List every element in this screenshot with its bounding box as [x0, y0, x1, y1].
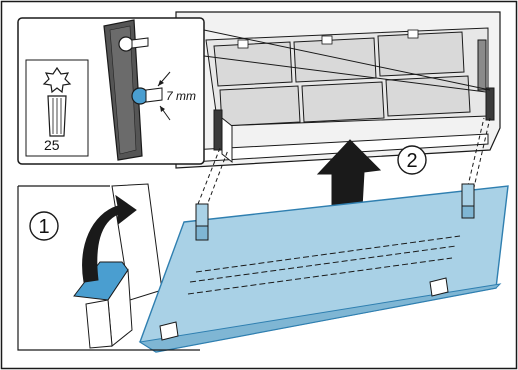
- step-1-label: 1: [38, 216, 49, 238]
- step-2-label: 2: [406, 150, 417, 172]
- panel-bracket-left: [196, 204, 208, 240]
- step-2-badge: 2: [398, 146, 426, 174]
- step-1-badge: 1: [30, 212, 58, 240]
- torx-bit-box: 25: [26, 60, 88, 156]
- panel-bracket-right: [462, 184, 474, 218]
- torx-size-label: 25: [44, 137, 60, 153]
- screw-length-label: 7 mm: [166, 89, 196, 103]
